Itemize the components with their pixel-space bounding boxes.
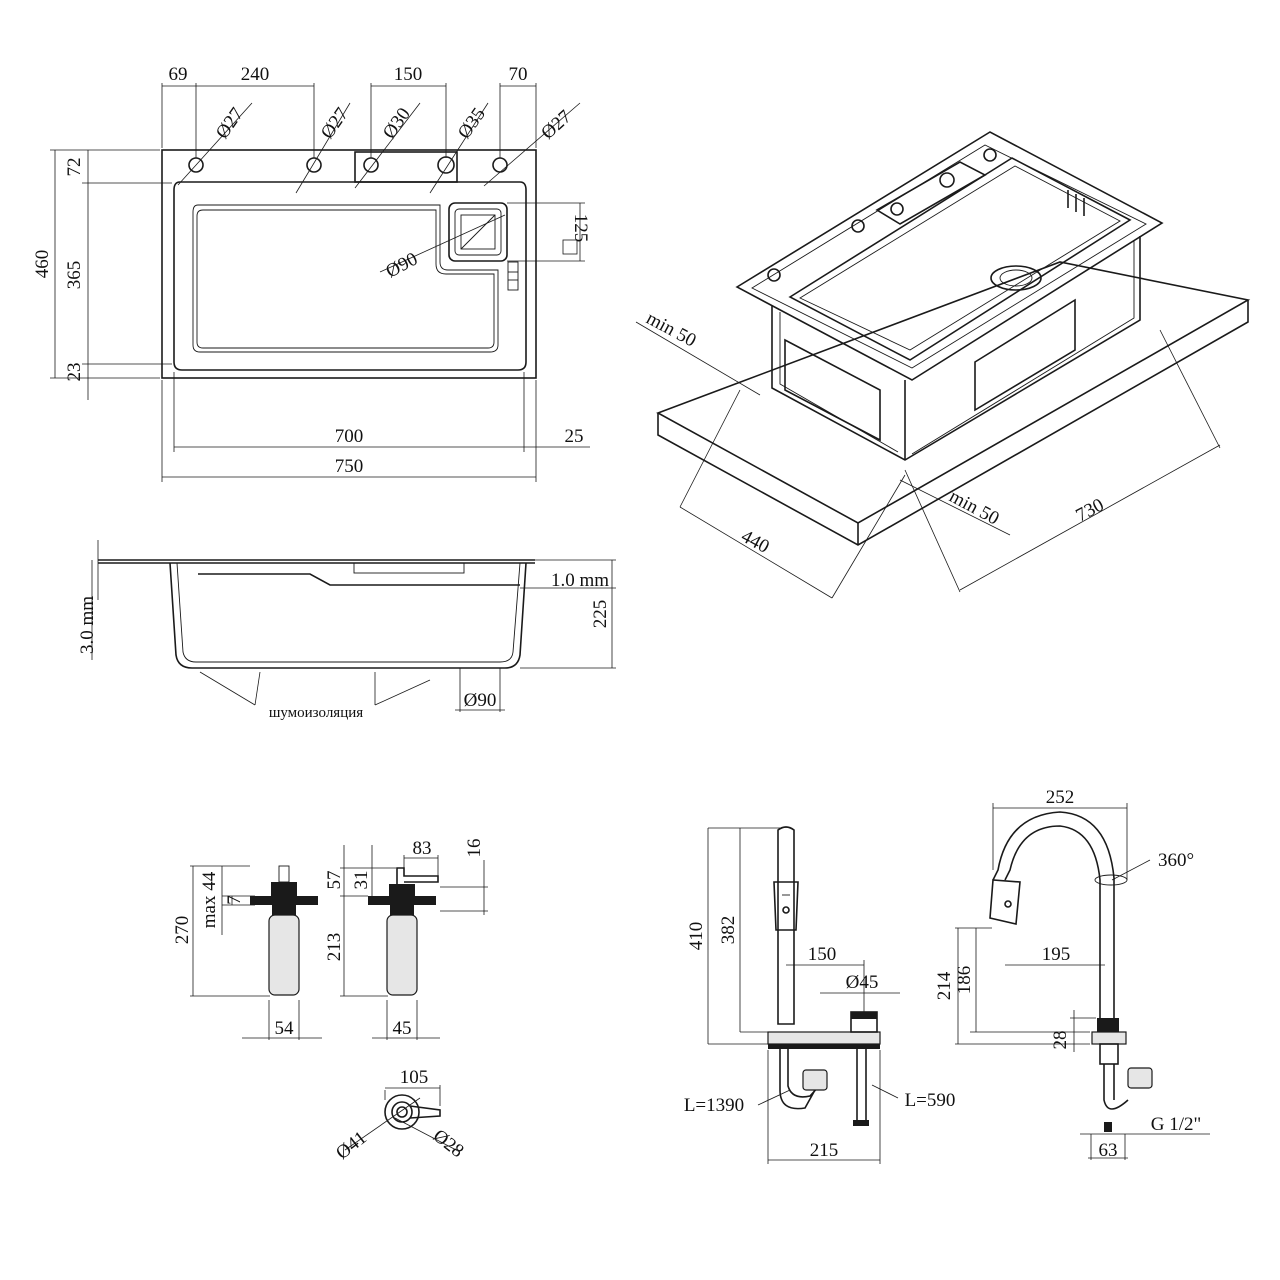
dim-365: 365 xyxy=(64,261,85,290)
dim-105: 105 xyxy=(400,1067,429,1088)
dim-700: 700 xyxy=(335,426,364,447)
dim-54: 54 xyxy=(275,1018,295,1039)
dim-360: 360° xyxy=(1158,850,1194,871)
soap-dispenser-views: max 44 7 270 54 57 31 83 16 213 45 xyxy=(172,838,488,1164)
dim-225: 225 xyxy=(590,600,611,629)
dim-faucet-45: Ø45 xyxy=(846,972,879,993)
dim-drain-90: Ø90 xyxy=(382,249,421,283)
dim-hole-30: Ø30 xyxy=(379,104,415,143)
dim-25: 25 xyxy=(565,426,584,447)
dim-83: 83 xyxy=(413,838,432,859)
dim-23: 23 xyxy=(64,363,85,382)
dim-150: 150 xyxy=(394,64,423,85)
faucet-side-view: 252 360° 195 214 186 28 G 1/2" 63 xyxy=(934,787,1210,1161)
dim-max44: max 44 xyxy=(199,871,220,928)
dim-186: 186 xyxy=(954,966,975,995)
dim-16: 16 xyxy=(464,839,485,858)
dim-dispenser-41: Ø41 xyxy=(332,1127,371,1164)
dim-7: 7 xyxy=(224,895,245,905)
dim-hole-27-a: Ø27 xyxy=(212,104,248,143)
dim-31: 31 xyxy=(351,871,372,890)
dim-72: 72 xyxy=(64,158,85,177)
dim-28: 28 xyxy=(1050,1031,1071,1050)
dim-g12: G 1/2" xyxy=(1151,1114,1202,1135)
dim-240: 240 xyxy=(241,64,270,85)
faucet-front-view: 410 382 150 Ø45 L=1390 L=590 215 xyxy=(684,826,956,1164)
dim-1mm: 1.0 mm xyxy=(551,570,609,591)
dim-215: 215 xyxy=(810,1140,839,1161)
sink-side-view: 3.0 mm 1.0 mm 225 Ø90 шумоизоляция xyxy=(77,540,616,721)
insulation-label: шумоизоляция xyxy=(269,705,363,721)
dim-faucet-150: 150 xyxy=(808,944,837,965)
dim-min50-left: min 50 xyxy=(643,308,700,352)
dim-hole-35: Ø35 xyxy=(454,104,490,143)
dim-270: 270 xyxy=(172,916,193,945)
dim-125: 125 xyxy=(570,214,591,243)
dim-750: 750 xyxy=(335,456,364,477)
dim-382: 382 xyxy=(718,916,739,945)
dim-side-drain-90: Ø90 xyxy=(464,690,497,711)
dim-440: 440 xyxy=(738,526,773,558)
dim-min50-right: min 50 xyxy=(946,486,1003,530)
dim-410: 410 xyxy=(686,922,707,951)
dim-3mm: 3.0 mm xyxy=(77,596,98,654)
dim-214: 214 xyxy=(934,971,955,1000)
dim-63: 63 xyxy=(1099,1140,1118,1161)
sink-top-view: 69 240 150 70 Ø27 Ø27 Ø30 Ø35 Ø27 72 460… xyxy=(32,64,591,482)
dim-460: 460 xyxy=(32,250,53,279)
dim-195: 195 xyxy=(1042,944,1071,965)
dim-dispenser-28: Ø28 xyxy=(429,1125,468,1162)
dim-252: 252 xyxy=(1046,787,1075,808)
dim-57: 57 xyxy=(324,871,345,890)
dim-730: 730 xyxy=(1072,494,1107,526)
dim-69: 69 xyxy=(169,64,188,85)
dim-70: 70 xyxy=(509,64,528,85)
dim-45: 45 xyxy=(393,1018,412,1039)
dim-l1390: L=1390 xyxy=(684,1095,744,1116)
dim-hole-27-b: Ø27 xyxy=(317,104,353,143)
sink-isometric-view: min 50 min 50 730 440 xyxy=(635,131,1251,599)
dim-l590: L=590 xyxy=(905,1090,956,1111)
dim-213: 213 xyxy=(324,933,345,962)
